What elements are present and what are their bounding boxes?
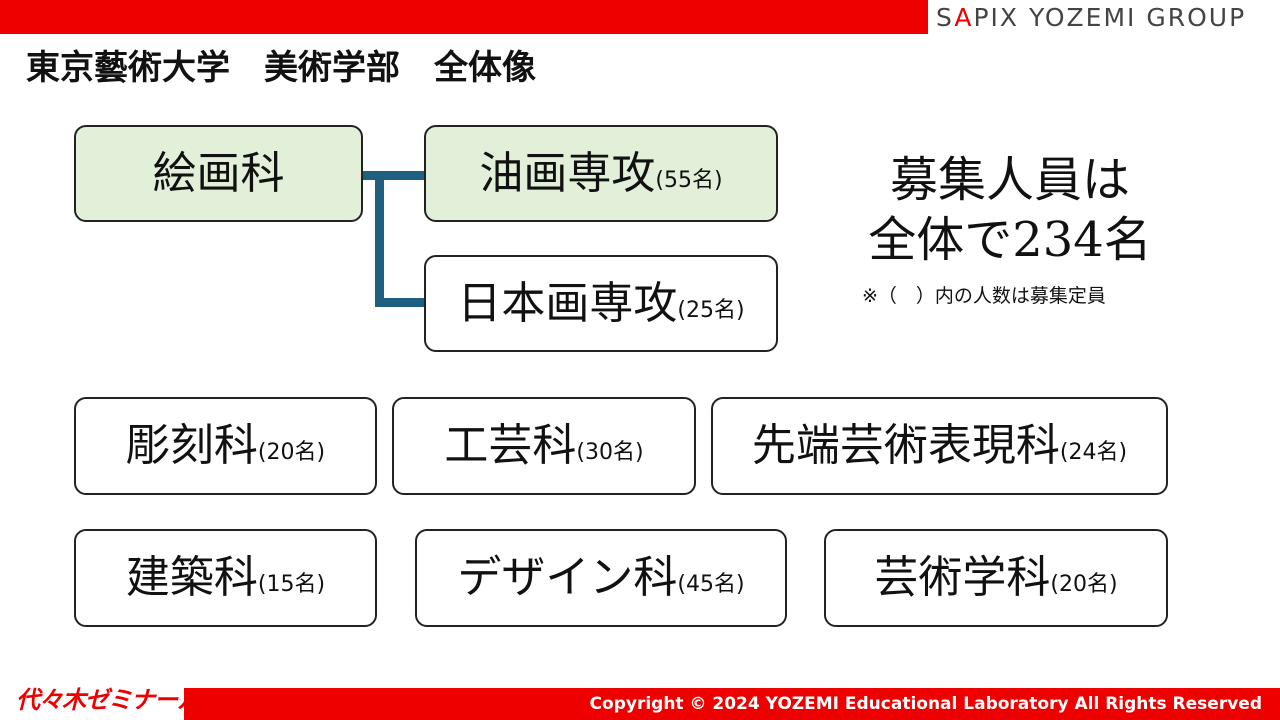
dept-name: 工芸科 [444,420,577,471]
painting-dept-box: 絵画科 [74,125,363,222]
summary-text: 募集人員は 全体で234名 [850,150,1170,270]
dept-name: 日本画専攻 [457,277,678,329]
dept-name: 芸術学科 [874,552,1051,603]
dept-name: デザイン科 [457,552,678,603]
dept-name: 絵画科 [152,147,285,199]
intermedia-art-box: 先端芸術表現科 (24名) [711,397,1168,495]
dept-quota: (20名) [1050,572,1118,597]
dept-quota: (24名) [1059,440,1128,465]
connector-horizontal-top [363,171,425,180]
connector-vertical [375,171,384,307]
dept-quota: (25名) [677,297,745,323]
summary-line-2: 全体で234名 [868,212,1152,268]
top-red-bar [0,0,928,34]
oil-painting-box: 油画専攻 (55名) [424,125,778,222]
yozemi-logo: 代々木ゼミナール [16,686,201,714]
dept-quota: (55名) [655,167,723,193]
design-box: デザイン科 (45名) [415,529,787,627]
craft-box: 工芸科 (30名) [392,397,696,495]
copyright-bar: Copyright © 2024 YOZEMI Educational Labo… [184,688,1280,720]
dept-quota: (30名) [576,440,644,465]
art-studies-box: 芸術学科 (20名) [824,529,1168,627]
dept-quota: (20名) [257,440,326,465]
copyright-text: Copyright © 2024 YOZEMI Educational Labo… [589,694,1262,714]
sculpture-box: 彫刻科 (20名) [74,397,377,495]
page-title: 東京藝術大学 美術学部 全体像 [26,48,536,88]
dept-name: 油画専攻 [479,147,656,199]
dept-name: 先端芸術表現科 [751,420,1060,471]
dept-quota: (45名) [677,572,745,597]
summary-note: ※（ ）内の人数は募集定員 [862,285,1106,307]
japanese-painting-box: 日本画専攻 (25名) [424,255,778,352]
summary-line-1: 募集人員は [889,152,1130,208]
dept-quota: (15名) [257,572,326,597]
architecture-box: 建築科 (15名) [74,529,377,627]
sapix-yozemi-group-logo: SAPIX YOZEMI GROUP [936,3,1247,32]
connector-horizontal-bottom [375,298,425,307]
dept-name: 彫刻科 [125,420,258,471]
dept-name: 建築科 [125,552,258,603]
